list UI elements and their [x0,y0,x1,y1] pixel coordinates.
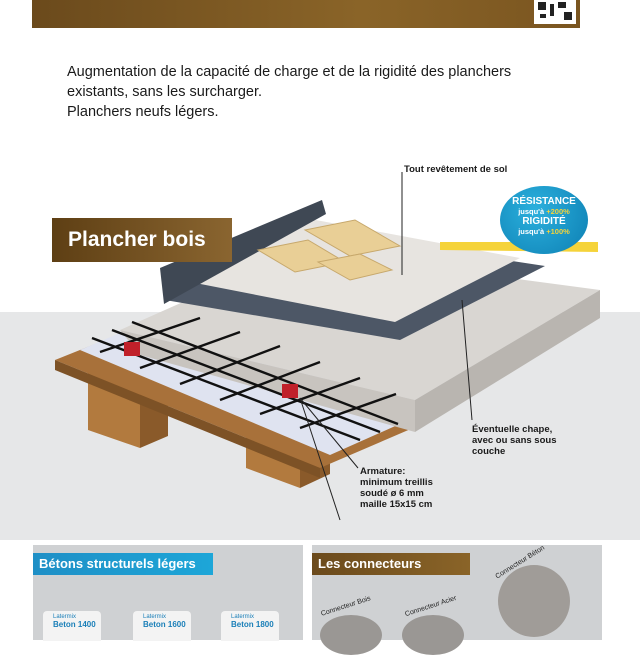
floor-type-banner: Plancher bois [52,218,232,262]
panel-connecteurs: Les connecteurs Connecteur Bois Connecte… [312,545,602,655]
qr-code-icon [534,0,576,24]
connector-2 [282,384,298,398]
performance-badge: RÉSISTANCE jusqu'à +200% RIGIDITÉ jusqu'… [500,186,588,254]
panel-betons: Bétons structurels légers Latermix Beton… [33,545,303,641]
floor-tiles [256,219,402,281]
rigidite-label: RIGIDITÉ [522,216,566,227]
bag-1: Latermix Beton 1400 [43,611,101,641]
bag-3: Latermix Beton 1800 [221,611,279,641]
edge-strip [160,200,326,304]
panel-betons-title: Bétons structurels légers [33,553,213,575]
rigidite-value: jusqu'à +100% [518,227,570,236]
floor-diagram [0,172,640,540]
intro-line-1: Augmentation de la capacité de charge et… [67,64,512,80]
label-chape: Éventuelle chape, avec ou sans sous couc… [472,424,557,457]
bag-2: Latermix Beton 1600 [133,611,191,641]
intro-line-3: Planchers neufs légers. [67,104,219,120]
intro-line-2: existants, sans les surcharger. [67,84,263,100]
connector-steel-photo [402,615,464,655]
panel-connecteurs-title: Les connecteurs [312,553,470,575]
intro-text: Augmentation de la capacité de charge et… [67,62,567,122]
header-bar [32,0,580,28]
leader-armature [299,397,359,469]
connector-wood-photo [320,615,382,655]
label-armature: Armature: minimum treillis soudé ø 6 mm … [360,466,433,510]
resistance-value: jusqu'à +200% [518,207,570,216]
leader-chape [461,299,473,421]
label-revetement: Tout revêtement de sol [404,164,508,175]
resistance-label: RÉSISTANCE [512,196,576,207]
connector-concrete-photo [498,565,570,637]
connector-1 [124,342,140,356]
